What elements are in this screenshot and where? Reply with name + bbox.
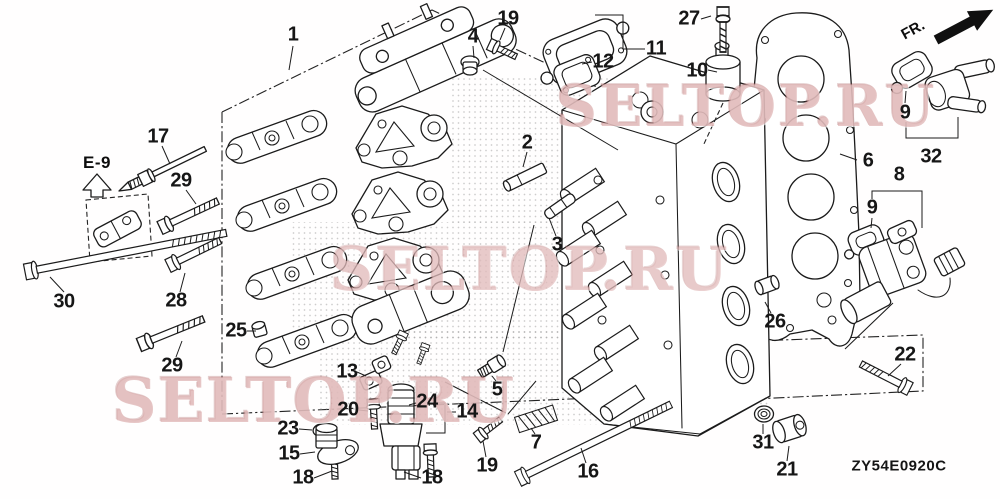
callout-19-28: 19 [476,454,498,477]
sealing-cap-25 [251,320,268,338]
stud-17 [118,145,208,192]
callout-7-29: 7 [530,431,542,454]
sensor-14 [379,383,423,480]
watermark-text: SELTOP.RU [112,364,516,437]
callout-23-20: 23 [277,417,299,440]
cam-journal-bar-1 [223,106,331,168]
diagram-part-code: ZY54E0920C [851,457,947,475]
callout-8-12: 8 [893,163,905,186]
callout-3-8: 3 [551,233,563,256]
head-gasket [751,12,861,347]
watermark-text: SELTOP.RU [330,235,730,305]
water-joint-32 [924,58,996,114]
fr-direction-arrow [933,9,994,45]
cover-gasket-12 [553,54,601,96]
callout-21-33: 21 [776,458,798,481]
e9-reference-box [85,193,153,263]
leader-lines [49,14,959,479]
spool-valve-8 [840,219,966,325]
callout-29-15: 29 [170,169,192,192]
plug-5 [476,354,507,379]
callout-9-10: 9 [899,101,911,124]
callout-5-27: 5 [491,378,503,401]
callout-16-31: 16 [577,460,599,483]
bolt-22-box [752,334,924,400]
sealing-cap-4 [460,55,480,76]
cylinder-head [553,55,771,437]
callout-18-22: 18 [292,466,314,489]
e9-reference-label: E-9 [83,153,111,172]
callout-32-11: 32 [920,145,942,168]
bushing-26 [754,274,780,296]
washer-31 [753,405,775,423]
callout-24-25: 24 [416,390,438,413]
callout-25-19: 25 [225,319,247,342]
watermark-text: SELTOP.RU [556,73,937,140]
callout-30-16: 30 [53,290,75,313]
callout-27-3: 27 [678,7,700,30]
bolt-29-top [155,192,222,237]
callout-31-32: 31 [752,431,774,454]
callout-22-35: 22 [894,343,916,366]
callout-29-18: 29 [161,354,183,377]
callout-14-26: 14 [456,400,478,423]
plug-21 [772,413,807,444]
camshaft-holder-bridge-2 [351,171,449,235]
camshaft-holder-bridge-1 [355,105,453,169]
e9-reference-part [93,210,142,248]
callout-1-0: 1 [287,23,299,46]
dowel-pin-2 [502,162,548,192]
callout-4-2: 4 [467,25,479,48]
callout-13-23: 13 [336,360,358,383]
callout-2-7: 2 [521,131,533,154]
callout-26-34: 26 [764,310,786,333]
callout-15-21: 15 [278,442,300,465]
rocker-shaft-assembly [354,3,517,113]
callout-10-4: 10 [686,59,708,82]
callout-11-5: 11 [645,37,667,60]
e9-up-arrow [82,173,112,198]
joint-gasket-9-top [890,51,933,95]
callout-28-17: 28 [165,289,187,312]
callout-17-14: 17 [147,125,169,148]
callout-9-13: 9 [866,196,878,219]
oil-passage-manifold [351,270,470,366]
callout-19-1: 19 [497,7,519,30]
oil-jet-15 [315,422,359,465]
bolt-29-bottom [135,310,208,354]
callout-18-30: 18 [421,466,443,489]
callout-20-24: 20 [337,398,359,421]
callout-6-9: 6 [862,149,874,172]
spring-7 [513,404,559,434]
dowel-pin-3 [544,193,576,220]
callout-12-6: 12 [592,50,614,73]
